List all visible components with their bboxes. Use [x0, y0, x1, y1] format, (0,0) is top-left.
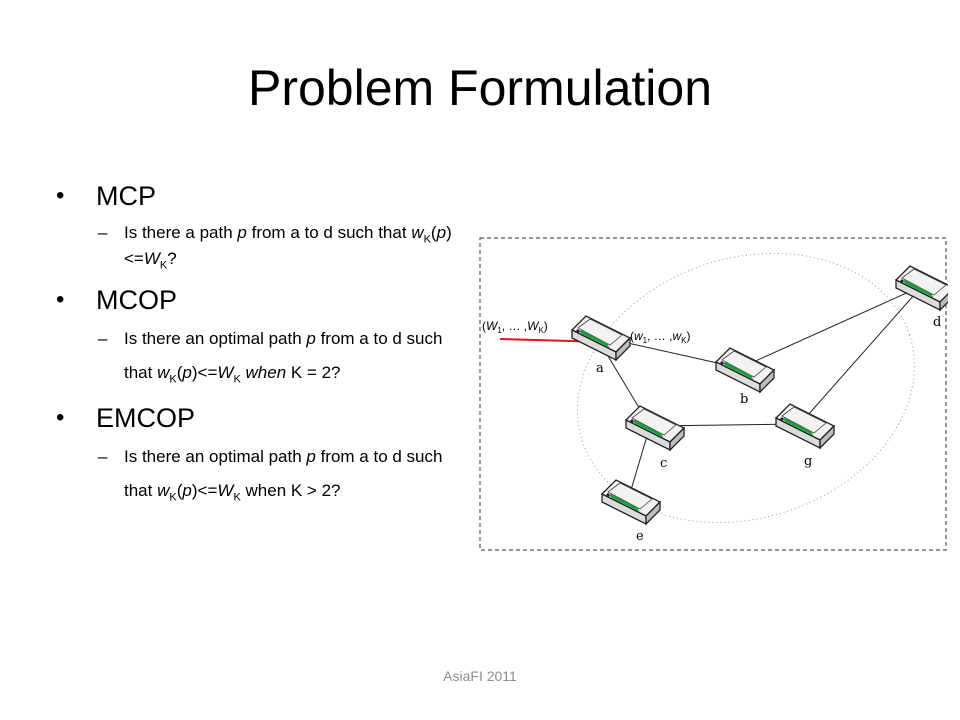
weight-label: (w1, … ,wK) — [630, 329, 690, 345]
bullet-emcop: • EMCOP — [56, 400, 466, 436]
router-b-icon — [714, 346, 776, 394]
bullet-dot: • — [56, 404, 65, 431]
edge-g-d — [799, 285, 923, 425]
node-label-c: c — [660, 456, 667, 471]
router-a-icon — [570, 314, 632, 362]
domain-boundary — [479, 237, 947, 551]
router-g-icon — [774, 402, 836, 450]
network-diagram: a b c d e g (W1, … ,WK) (w1, … ,wK) — [479, 237, 948, 551]
bullet-heading: EMCOP — [96, 403, 196, 433]
router-c-icon — [624, 404, 686, 452]
slide-footer: AsiaFI 2011 — [443, 668, 517, 684]
node-label-d: d — [933, 315, 941, 330]
slide-title: Problem Formulation — [247, 60, 713, 116]
router-e-icon — [600, 478, 662, 526]
dash: – — [98, 329, 108, 348]
node-label-e: e — [636, 529, 644, 544]
bullet-list: • MCP – Is there a path p from a to d su… — [56, 170, 466, 518]
bullet-mcp: • MCP — [56, 178, 466, 214]
domain-ellipse — [577, 252, 915, 524]
bullet-mcop: • MCOP — [56, 282, 466, 318]
node-label-g: g — [804, 454, 812, 469]
node-label-b: b — [740, 392, 748, 407]
bullet-heading: MCOP — [96, 285, 177, 315]
bullet-dot: • — [56, 286, 65, 313]
router-d-icon — [894, 264, 948, 312]
sub-bullet-mcop: – Is there an optimal path p from a to d… — [56, 322, 466, 390]
bullet-heading: MCP — [96, 181, 156, 211]
sub-bullet-mcp: – Is there a path p from a to d such tha… — [56, 220, 466, 272]
dash: – — [98, 447, 108, 466]
dash: – — [98, 223, 108, 242]
constraint-label: (W1, … ,WK) — [482, 319, 548, 335]
edge-b-d — [739, 285, 923, 369]
bullet-dot: • — [56, 182, 65, 209]
node-label-a: a — [596, 361, 604, 376]
sub-bullet-emcop: – Is there an optimal path p from a to d… — [56, 440, 466, 508]
